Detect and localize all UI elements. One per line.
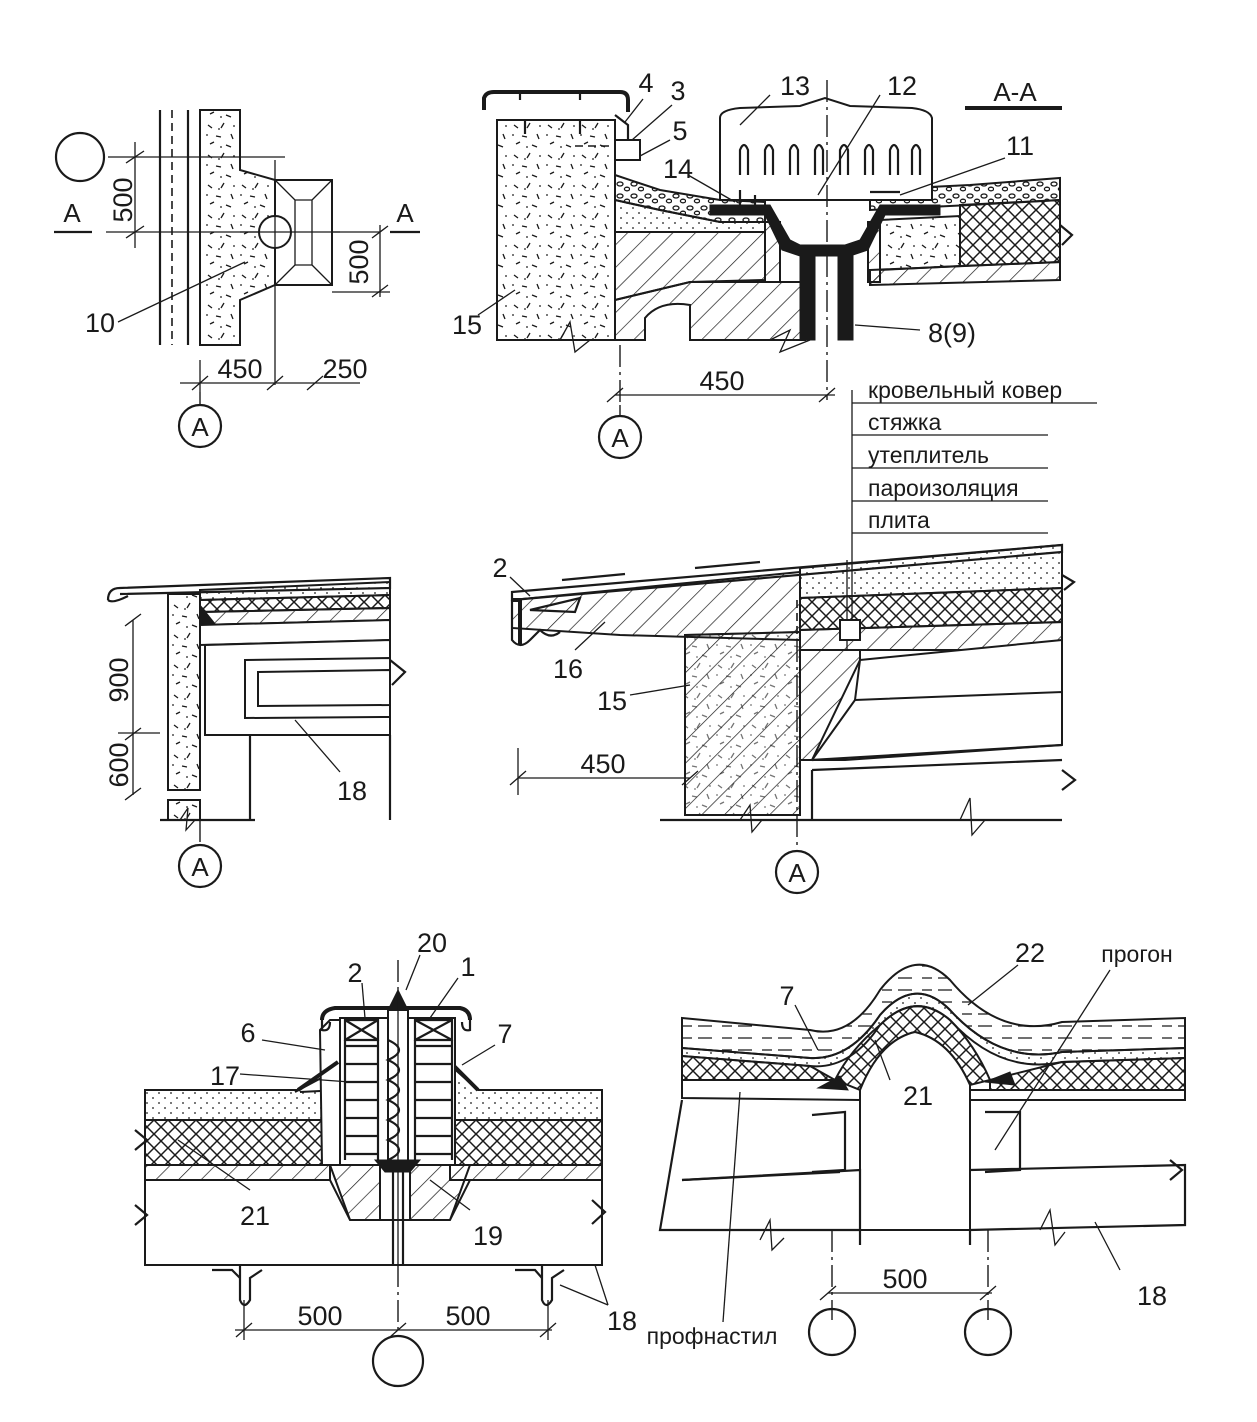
axis-label: А: [788, 858, 806, 888]
axis-bubble: [597, 414, 643, 460]
axis-bubble: [177, 843, 223, 889]
eave-wall-left: [167, 593, 201, 791]
callout-15: 15: [452, 310, 482, 340]
axis-label: А: [191, 852, 209, 882]
eave-drip-edge: [106, 586, 121, 601]
profiled-deck-left: [681, 1079, 861, 1102]
dim-plan-w1: 450: [217, 354, 262, 384]
callout-3: 3: [670, 76, 685, 106]
beam-flange-left: [238, 1265, 263, 1307]
callout-18: 18: [1137, 1281, 1167, 1311]
axis-bubble: [177, 403, 223, 449]
joint-flashing-left: [296, 1060, 340, 1092]
dim-eave-h2: 600: [104, 742, 134, 787]
callout-14: 14: [663, 154, 693, 184]
axis-label: А: [611, 423, 629, 453]
axis-bubble-empty: [807, 1307, 857, 1357]
axis-bubble-empty: [54, 131, 106, 183]
callout-18: 18: [337, 776, 367, 806]
callout-21: 21: [240, 1201, 270, 1231]
callout-12: 12: [887, 71, 917, 101]
caption-purlin: прогон: [1101, 941, 1172, 967]
dim-joint-left: 500: [297, 1301, 342, 1331]
dim-plan-w2: 250: [322, 354, 367, 384]
drain-pipe-right-wall: [837, 255, 854, 341]
callout-21: 21: [903, 1081, 933, 1111]
callout-10: 10: [85, 308, 115, 338]
callout-13: 13: [780, 71, 810, 101]
joint-detail-arched: 7 22 прогон 21 18 500 профнастил: [647, 938, 1187, 1357]
drain-pipe-left-wall: [799, 255, 816, 341]
callout-8-9: 8(9): [928, 318, 976, 348]
axis-bubble-empty: [963, 1307, 1013, 1357]
plan-funnel-detail: 500 500 А А 10 450 250 А: [54, 109, 420, 449]
dim-plan-top: 500: [108, 177, 138, 222]
layer-slab: плита: [868, 507, 930, 533]
dim-plan-right: 500: [344, 239, 374, 284]
joint-block-right: [413, 1018, 454, 1042]
parapet-wall: [496, 119, 616, 341]
callout-11: 11: [1006, 131, 1034, 161]
caption-deck: профнастил: [647, 1323, 778, 1349]
dim-eave-h1: 900: [104, 657, 134, 702]
callout-4: 4: [638, 68, 653, 98]
section-aa-funnel-detail: А-А: [452, 68, 1074, 460]
eave-detail-left: 900 600 18 А: [104, 576, 407, 889]
insulation-right: [959, 198, 1061, 268]
axis-label: А: [191, 412, 209, 442]
dim-arch-span: 500: [882, 1264, 927, 1294]
purlin-right: [984, 1110, 1022, 1174]
section-title: А-А: [993, 77, 1037, 107]
dim-section-offset: 450: [699, 366, 744, 396]
section-cut-marker-left: А: [63, 198, 81, 228]
callout-2: 2: [492, 553, 507, 583]
callout-18: 18: [607, 1306, 637, 1336]
joint-detail-bolted: 20 2 1 6 7 17 21 19 18 500 500: [134, 928, 637, 1388]
callout-6: 6: [240, 1018, 255, 1048]
arch-opening: [859, 1030, 971, 1231]
parapet-cap: [482, 90, 630, 112]
layer-vapor-barrier: пароизоляция: [868, 475, 1019, 501]
callout-7: 7: [497, 1019, 512, 1049]
eave-slab-16: [511, 570, 801, 642]
axis-bubble: [774, 849, 820, 895]
joint-block-left: [343, 1018, 380, 1042]
callout-15: 15: [597, 686, 627, 716]
callout-7: 7: [779, 981, 794, 1011]
callout-1: 1: [460, 952, 475, 982]
callout-19: 19: [473, 1221, 503, 1251]
beam-flange-right: [540, 1265, 565, 1307]
dim-eave-offset: 450: [580, 749, 625, 779]
axis-bubble-empty: [371, 1334, 425, 1388]
callout-17: 17: [210, 1061, 240, 1091]
eave-section-right: 2 16 15 450 А: [492, 543, 1077, 895]
purlin-left: [811, 1110, 847, 1174]
callout-20: 20: [417, 928, 447, 958]
callout-16: 16: [553, 654, 583, 684]
dim-joint-right: 500: [445, 1301, 490, 1331]
callout-22: 22: [1015, 938, 1045, 968]
joint-bolt-thread: [385, 1038, 401, 1162]
callout-5: 5: [672, 116, 687, 146]
layer-screed: стяжка: [868, 409, 941, 435]
layer-insulation: утеплитель: [868, 442, 989, 468]
section-cut-marker-right: А: [396, 198, 414, 228]
profiled-deck-right: [969, 1089, 1186, 1101]
layer-roof-membrane: кровельный ковер: [868, 377, 1062, 403]
callout-2: 2: [347, 958, 362, 988]
